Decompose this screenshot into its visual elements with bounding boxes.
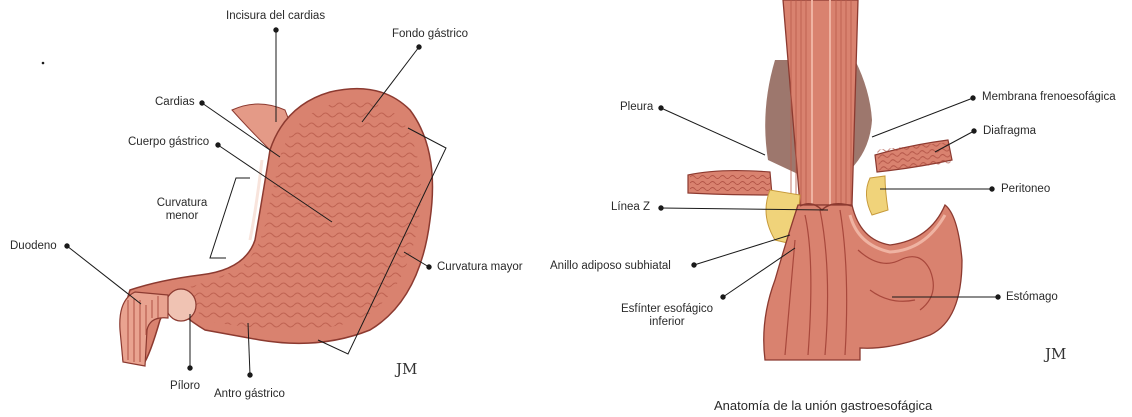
gastric-wall bbox=[764, 205, 962, 360]
label-cuerpo-gastrico: Cuerpo gástrico bbox=[128, 136, 209, 149]
signature-right: JM bbox=[1045, 345, 1066, 363]
label-membrana-frenoesofagica: Membrana frenoesofágica bbox=[982, 91, 1116, 104]
pylorus bbox=[166, 289, 196, 321]
label-peritoneo: Peritoneo bbox=[1001, 183, 1050, 196]
label-esfinter-line2: inferior bbox=[649, 316, 684, 328]
label-esfinter-esofagico-inferior: Esfínter esofágico inferior bbox=[612, 303, 722, 329]
label-fondo-gastrico: Fondo gástrico bbox=[392, 28, 468, 41]
label-anillo-adiposo-subhiatal: Anillo adiposo subhiatal bbox=[550, 260, 671, 273]
label-pleura: Pleura bbox=[620, 101, 653, 114]
label-curvatura-menor-line1: Curvatura bbox=[157, 197, 208, 209]
label-esfinter-line1: Esfínter esofágico bbox=[621, 303, 713, 315]
label-incisura-cardias: Incisura del cardias bbox=[226, 10, 325, 23]
stomach-illustration bbox=[120, 89, 433, 366]
label-curvatura-mayor: Curvatura mayor bbox=[437, 261, 523, 274]
label-estomago: Estómago bbox=[1006, 291, 1058, 304]
label-linea-z: Línea Z bbox=[611, 201, 650, 214]
label-curvatura-menor-line2: menor bbox=[166, 210, 199, 222]
label-duodeno: Duodeno bbox=[10, 240, 57, 253]
figure-caption: Anatomía de la unión gastroesofágica bbox=[714, 398, 932, 413]
ge-junction-illustration bbox=[688, 0, 962, 360]
label-cardias: Cardias bbox=[155, 96, 195, 109]
signature-left: JM bbox=[396, 360, 417, 378]
fat-pad-right bbox=[866, 176, 888, 215]
label-piloro: Píloro bbox=[170, 380, 200, 393]
label-curvatura-menor: Curvatura menor bbox=[152, 197, 212, 223]
label-antro-gastrico: Antro gástrico bbox=[214, 388, 285, 401]
label-diafragma: Diafragma bbox=[983, 125, 1036, 138]
duodenum bbox=[120, 292, 168, 366]
